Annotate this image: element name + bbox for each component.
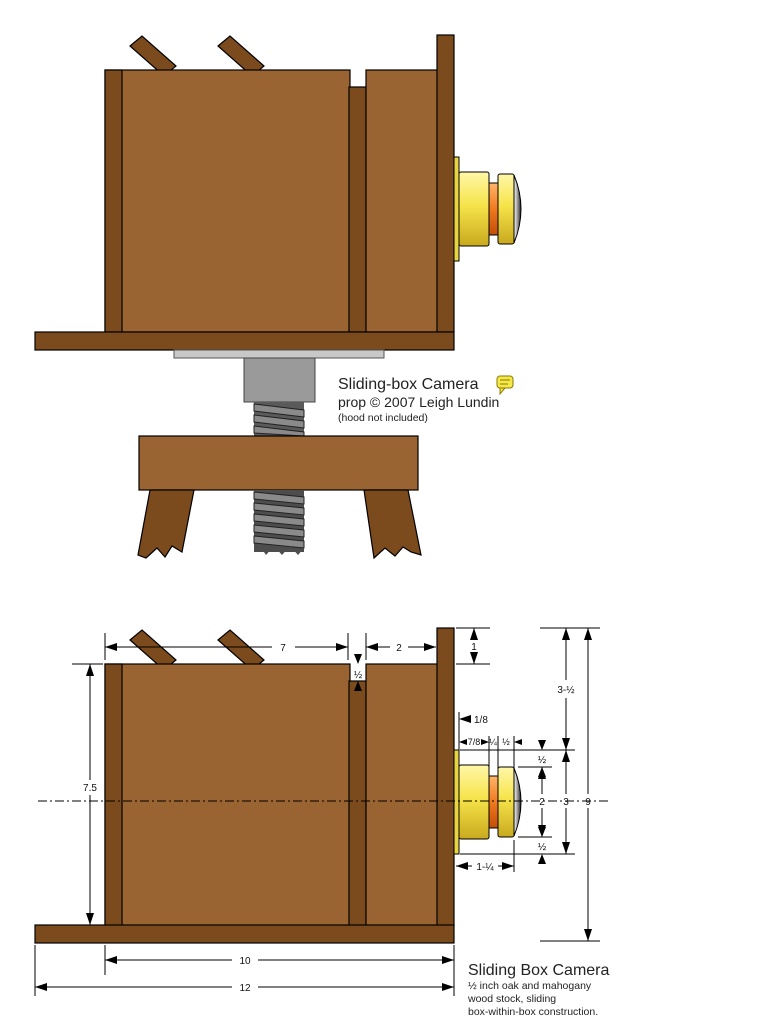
dim-label-lens-half: ½: [502, 737, 510, 747]
dim-label-3-half: 3-½: [557, 685, 575, 696]
dim-label-7-5: 7.5: [83, 783, 97, 794]
dim-lens-depth: 1-¼: [456, 840, 515, 873]
bottom-sliding-wall: [348, 680, 367, 927]
tripod-leg-right: [363, 489, 422, 560]
dim-height: 7.5: [72, 663, 103, 925]
dim-center-mid: 3: [562, 750, 570, 854]
dim-label-quarter: ¼: [489, 737, 497, 747]
bottom-back-box: [365, 663, 439, 927]
dim-upper-to-lens: 3-½: [540, 627, 600, 750]
dim-label-lens-upper: ½: [538, 755, 547, 766]
dim-label-3: 3: [563, 797, 569, 808]
top-lens-assembly: [453, 156, 522, 262]
tripod-mount: [243, 357, 316, 403]
dim-label-lens-lower: ½: [538, 842, 547, 853]
dim-label-7: 7: [280, 643, 286, 654]
bottom-front-box-edge: [104, 663, 123, 927]
sliding-wall: [348, 86, 367, 333]
dim-label-7-8: 7/8: [468, 737, 481, 747]
back-box: [365, 69, 439, 333]
dim-top-offset: 1: [456, 627, 490, 665]
dim-lens-lower-half: ½: [538, 827, 547, 864]
tripod-plate: [173, 349, 385, 359]
tripod-head: [138, 435, 419, 491]
dim-label-1-8: 1/8: [474, 715, 488, 726]
dim-label-1-quarter: 1-¼: [476, 861, 494, 873]
front-box: [104, 69, 351, 333]
top-handle-right: [217, 35, 265, 77]
front-box-edge: [104, 69, 123, 333]
dim-label-2: 2: [396, 643, 402, 654]
dim-label-9: 9: [585, 797, 591, 808]
dim-base-inner: 10: [104, 945, 455, 975]
bottom-caption-line2: wood stock, sliding: [467, 993, 556, 1005]
dim-lens-offset: 1/8: [458, 712, 488, 750]
top-caption-note: (hood not included): [338, 412, 428, 424]
bottom-front-box: [104, 663, 351, 927]
dim-label-1: 1: [471, 642, 477, 653]
base-board: [34, 331, 455, 351]
dim-base-total: 12: [34, 945, 455, 996]
dim-back-box-width: 2: [365, 633, 436, 660]
dim-gap: ½: [354, 654, 363, 691]
dim-lens-parts: 7/8 ¼ ½: [459, 736, 522, 776]
top-camera-illustration: Sliding-box Camera prop © 2007 Leigh Lun…: [34, 34, 522, 560]
bottom-handle-left: [129, 629, 177, 671]
dim-label-10: 10: [239, 956, 251, 967]
top-handle-left: [129, 35, 177, 77]
lens-board: [436, 34, 455, 333]
top-caption-title: Sliding-box Camera: [338, 376, 479, 393]
dim-label-lens-2: 2: [539, 797, 545, 808]
bottom-caption-title: Sliding Box Camera: [468, 962, 610, 979]
bottom-caption-line3: box-within-box construction.: [468, 1006, 598, 1018]
speech-bubble-icon: [496, 375, 514, 396]
tripod-screw-upper: [253, 402, 305, 437]
tripod-screw-lower: [253, 490, 305, 555]
dim-label-gap: ½: [354, 670, 363, 681]
dim-label-12: 12: [239, 983, 251, 994]
bottom-lens-board: [436, 627, 455, 927]
bottom-caption-line1: ½ inch oak and mahogany: [468, 980, 592, 992]
top-caption-credit: prop © 2007 Leigh Lundin: [338, 394, 499, 410]
dim-lens-diameter: 2: [538, 767, 546, 837]
tripod-leg-left: [137, 489, 195, 559]
bottom-lens-assembly: [453, 749, 522, 855]
bottom-camera-drawing: 7 2 ½ 1: [34, 627, 610, 1018]
dim-total-height: 9: [540, 628, 600, 942]
dim-front-box-width: 7: [104, 633, 349, 660]
bottom-handle-right: [217, 629, 265, 671]
bottom-base-board: [34, 924, 455, 944]
